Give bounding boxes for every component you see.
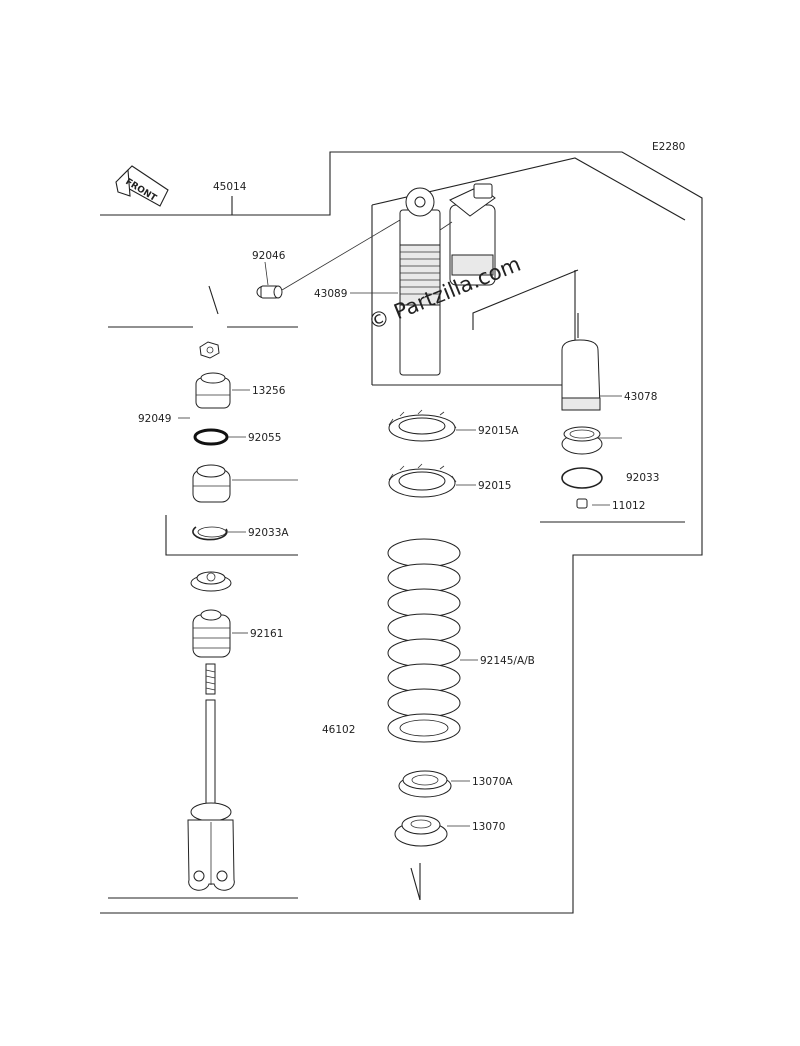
label-92055: 92055 <box>248 432 281 444</box>
valve-11012 <box>576 498 588 509</box>
spring-seat-13070A <box>398 770 452 798</box>
damper-rod-46102 <box>187 663 235 891</box>
label-11012: 11012 <box>612 500 645 512</box>
circlip-92033A <box>192 526 228 541</box>
label-13070: 13070 <box>472 821 505 833</box>
label-13256: 13256 <box>252 385 286 397</box>
seat-part <box>190 571 232 592</box>
label-92033A: 92033A <box>248 527 289 539</box>
label-13070A: 13070A <box>472 776 513 788</box>
adjuster-ring-92015A <box>388 409 457 442</box>
reservoir-seal-part <box>561 426 603 455</box>
bushing-92046 <box>256 285 283 299</box>
label-92033: 92033 <box>626 472 659 484</box>
bump-stop-92161 <box>192 609 231 658</box>
nut-part <box>199 341 220 359</box>
assembly-frame <box>100 151 703 914</box>
label-46102: 46102 <box>322 724 355 736</box>
shock-body-43089 <box>399 183 496 376</box>
o-ring-92033 <box>561 467 603 489</box>
leader-lines <box>178 219 622 827</box>
o-ring-92055 <box>193 428 229 446</box>
label-92145: 92145/A/B <box>480 655 535 667</box>
reservoir-cap-43078 <box>561 339 601 411</box>
coil-spring-92145 <box>387 538 461 743</box>
label-92015: 92015 <box>478 480 511 492</box>
label-43078: 43078 <box>624 391 657 403</box>
spring-seat-13070 <box>394 815 448 847</box>
front-arrow-icon: FRONT <box>115 165 169 207</box>
cap-13256 <box>195 372 231 409</box>
label-92049: 92049 <box>138 413 171 425</box>
label-92046: 92046 <box>252 250 286 262</box>
diagram-code: E2280 <box>652 141 685 153</box>
piston-part <box>192 464 231 503</box>
label-92015A: 92015A <box>478 425 519 437</box>
label-92161: 92161 <box>250 628 283 640</box>
adjuster-ring-92015 <box>388 463 457 498</box>
label-45014: 45014 <box>213 181 247 193</box>
label-43089: 43089 <box>314 288 347 300</box>
